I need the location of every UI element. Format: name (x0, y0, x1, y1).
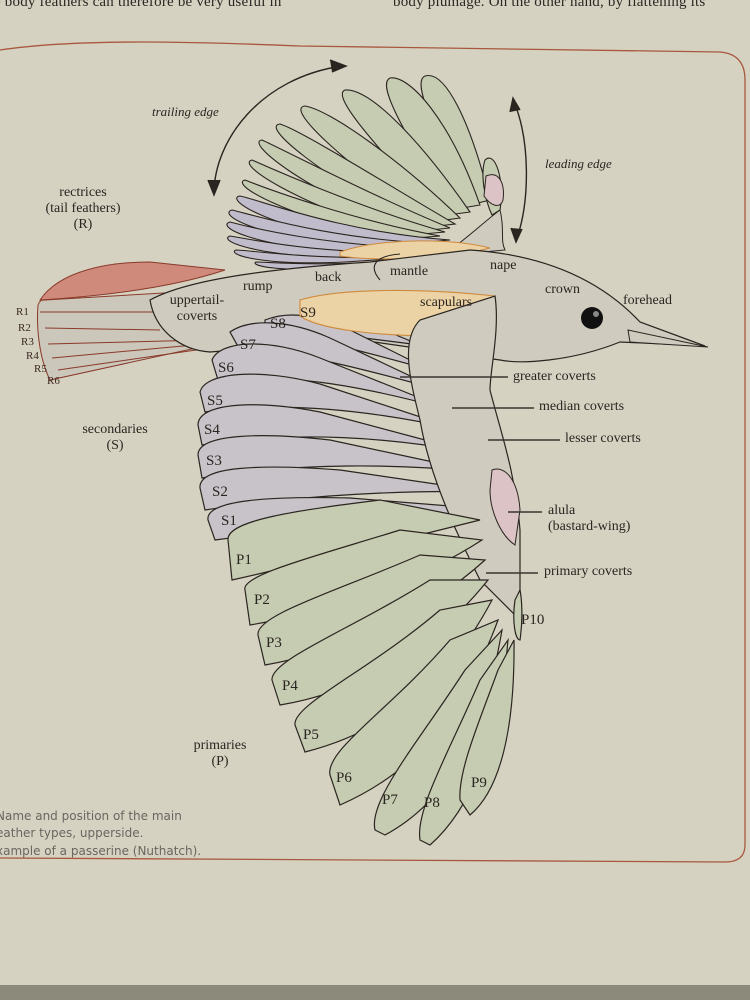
alula-title: alula (548, 503, 576, 518)
figure-frame (0, 41, 746, 863)
rump-label: rump (243, 279, 273, 294)
rectrices-subtitle: (tail feathers) (45, 201, 121, 217)
back-label: back (315, 270, 342, 285)
uppertail-coverts-line1: uppertail- (169, 293, 225, 308)
page-bottom-edge (0, 985, 750, 1000)
secondaries-title: secondaries (82, 422, 148, 437)
crown-label: crown (545, 282, 580, 297)
primary-coverts-label: primary coverts (544, 564, 633, 579)
greater-coverts-label: greater coverts (513, 369, 596, 384)
median-coverts-label: median coverts (539, 399, 625, 414)
callout-lines (400, 376, 560, 574)
primary-label: P10 (521, 612, 545, 628)
body-text-right: body plumage. On the other hand, by flat… (393, 0, 706, 10)
caption-line1: Name and position of the main (0, 809, 182, 823)
primary-label: P8 (424, 795, 440, 811)
leading-edge-label: leading edge (545, 156, 612, 171)
secondaries-abbr: (S) (106, 438, 124, 454)
trailing-edge-arrow (207, 59, 348, 197)
rectrix-label: R1 (16, 306, 29, 318)
eye (581, 307, 603, 329)
primary-label: P1 (236, 552, 252, 568)
nape-label: nape (490, 258, 517, 273)
leading-edge-arrow (509, 96, 528, 244)
rectrices-title: rectrices (59, 185, 107, 200)
rectrix-label: R5 (34, 363, 47, 375)
primary-label: P3 (266, 635, 282, 651)
primary-label: P4 (282, 678, 298, 694)
mantle-outline (373, 253, 401, 281)
primary-label: P5 (303, 727, 319, 743)
uppertail-coverts-line2: coverts (176, 309, 218, 325)
alula (489, 468, 521, 546)
secondary-label: S3 (206, 453, 222, 469)
alula-subtitle: (bastard-wing) (548, 519, 631, 535)
primary-label: P9 (471, 775, 487, 791)
figure-caption: Name and position of the main eather typ… (0, 808, 201, 860)
primaries-label: primaries (P) (175, 738, 265, 770)
caption-line3: xample of a passerine (Nuthatch). (0, 843, 202, 858)
rectrix-label: R2 (18, 322, 31, 334)
lower-wing-primaries (227, 499, 523, 846)
upper-wing-primaries (241, 75, 502, 241)
mantle-label: mantle (390, 264, 429, 279)
primary-p10 (513, 588, 523, 641)
primary-p9 (459, 639, 515, 816)
rectrix-label: R4 (26, 350, 39, 362)
uppertail-coverts-label: uppertail- coverts (152, 293, 242, 325)
secondary-label: S5 (207, 393, 223, 409)
rectrix-label: R6 (47, 375, 60, 387)
secondary-label: S6 (218, 360, 234, 376)
beak (627, 329, 709, 348)
rectrices-label: rectrices (tail feathers) (R) (38, 185, 128, 233)
caption-line2: eather types, upperside. (0, 826, 144, 841)
lesser-coverts-label: lesser coverts (565, 431, 641, 446)
primaries-title: primaries (193, 738, 247, 753)
forehead-label: forehead (623, 293, 672, 308)
secondary-label: S9 (300, 305, 316, 321)
secondary-label: S7 (240, 337, 256, 353)
upper-alula (483, 174, 504, 206)
primary-p8 (418, 637, 509, 846)
primaries-abbr: (P) (211, 754, 229, 770)
rectrices-abbr: (R) (73, 217, 93, 233)
primary-label: P6 (336, 770, 352, 786)
secondary-label: S8 (270, 316, 286, 332)
secondary-label: S1 (221, 513, 237, 529)
primary-label: P2 (254, 592, 270, 608)
alula-label: alula (bastard-wing) (548, 503, 630, 535)
rectrix-label: R3 (21, 336, 34, 348)
body-text-left: e body feathers can therefore be very us… (0, 0, 282, 10)
scapulars-label: scapulars (420, 295, 473, 310)
secondary-label: S4 (204, 422, 220, 438)
secondaries-label: secondaries (S) (70, 422, 160, 454)
primary-label: P7 (382, 792, 398, 808)
secondary-label: S2 (212, 484, 228, 500)
trailing-edge-label: trailing edge (152, 104, 219, 119)
